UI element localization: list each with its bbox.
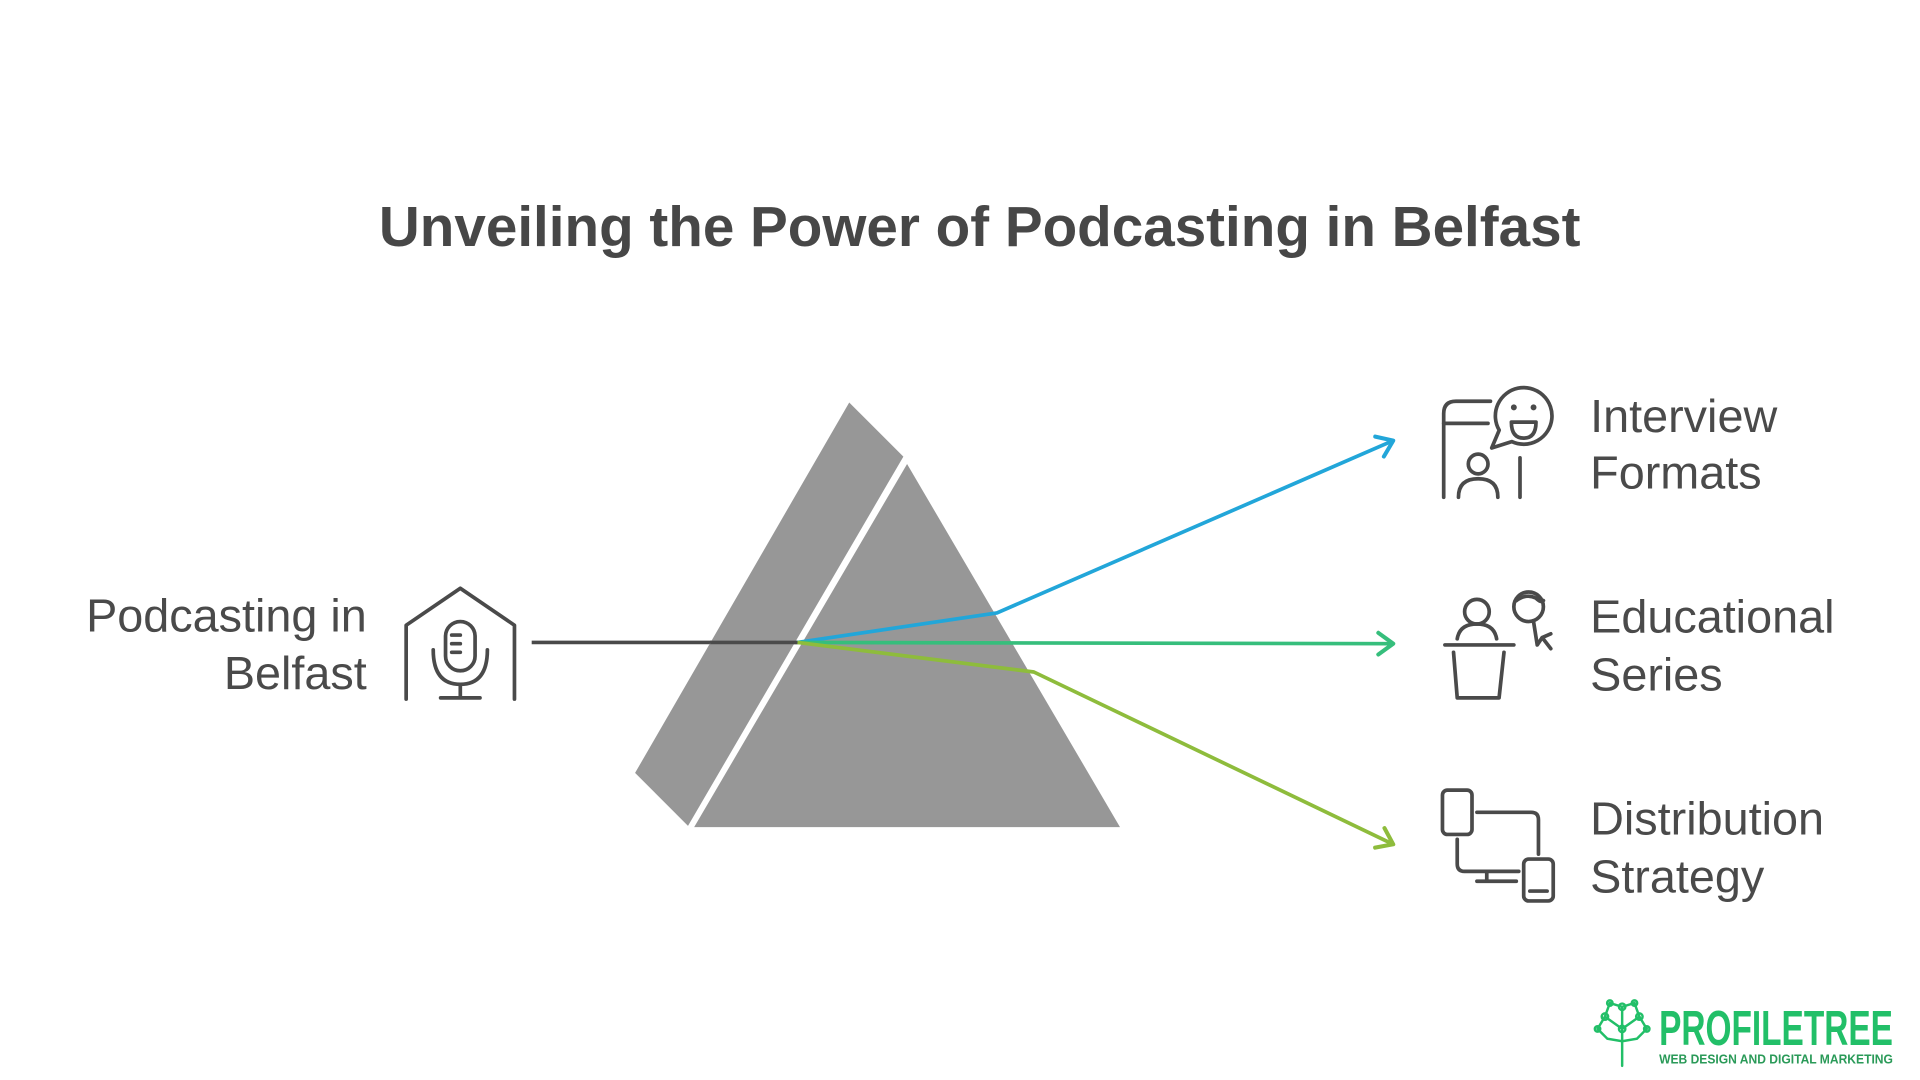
source-label-line-2: Belfast [224,647,367,699]
prism [635,402,1120,828]
podcast-studio-icon [404,586,517,701]
distribution-devices-icon [1440,788,1556,903]
output-distribution-strategy: Distribution Strategy [1440,788,1824,903]
educational-series-icon [1443,590,1553,700]
ray-interview-formats [797,434,1396,645]
source-label-line-1: Podcasting in [86,589,367,641]
prism-triangle [694,464,1120,828]
ray-distribution-strategy [797,640,1396,850]
output-label-line-2: Formats [1590,447,1761,499]
logo-name: PROFILETREE [1659,1001,1893,1056]
smiley-eye-left-icon [1510,404,1517,411]
profiletree-logo: PROFILETREE WEB DESIGN AND DIGITAL MARKE… [1593,999,1893,1068]
ray-educational-series [797,630,1396,657]
interview-icon [1441,385,1554,500]
logo-tagline: WEB DESIGN AND DIGITAL MARKETING [1659,1051,1893,1066]
output-educational-series: Educational Series [1443,590,1834,700]
output-label-line-2: Strategy [1590,850,1765,902]
tree-network-icon [1593,999,1651,1068]
output-label-line-1: Interview [1590,390,1777,442]
output-label-line-2: Series [1590,648,1723,700]
output-label-line-1: Distribution [1590,792,1824,844]
page-title: Unveiling the Power of Podcasting in Bel… [379,195,1581,258]
output-interview-formats: Interview Formats [1441,385,1777,500]
prism-slab [635,402,904,826]
output-label-line-1: Educational [1590,591,1834,643]
source-node: Podcasting in Belfast [86,586,517,701]
smiley-eye-right-icon [1530,404,1537,411]
